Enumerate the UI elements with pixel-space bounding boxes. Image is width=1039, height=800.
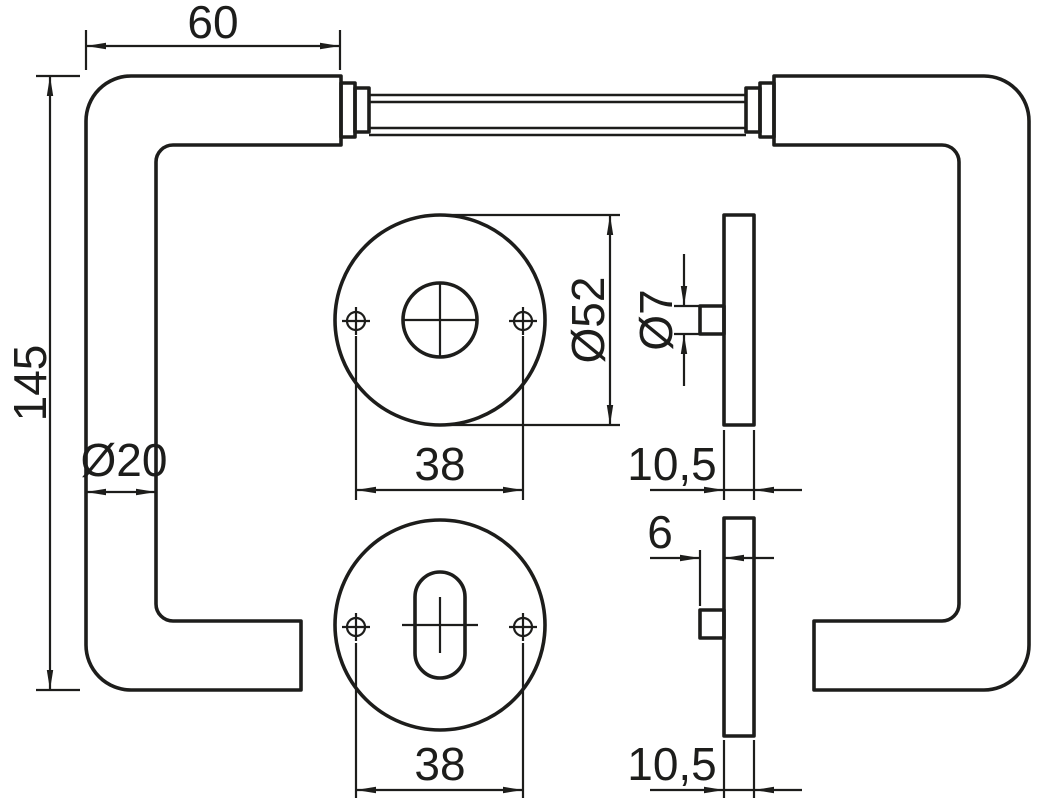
dim-label-rose-diameter: Ø52	[562, 277, 614, 364]
rose-plate	[722, 213, 756, 427]
dim-label-grip-length: 60	[187, 0, 238, 48]
right-handle-outline	[772, 74, 1031, 692]
rose-outer-circle	[333, 213, 547, 427]
dim-label-stub-protrusion: 6	[647, 506, 673, 558]
cylinder-stub	[698, 608, 726, 640]
right-handle-neck-collar-inner	[744, 86, 762, 134]
dimension-grip-length: 60	[84, 0, 342, 70]
rose-outer-circle	[333, 518, 547, 732]
dimension-rose-thickness-bottom: 10,5	[627, 738, 802, 798]
rose-side-view-top	[698, 213, 756, 427]
spindle-hole-circle	[401, 281, 479, 359]
rose-side-view-bottom	[698, 516, 756, 738]
spindle-bar	[369, 93, 746, 137]
dim-label-rose-thickness-top: 10,5	[627, 438, 717, 490]
dimension-screw-spacing-top: 38	[354, 336, 525, 500]
dim-label-tube-diameter: Ø20	[81, 434, 168, 486]
dimension-stub-protrusion: 6	[647, 506, 774, 606]
dimension-rose-diameter: Ø52	[446, 213, 620, 427]
spindle-stub	[698, 304, 726, 336]
right-handle-front-view	[744, 74, 1031, 692]
dimension-handle-height: 145	[4, 74, 80, 692]
rose-plate	[722, 516, 756, 738]
left-handle-neck-collar-inner	[353, 86, 371, 134]
dim-label-handle-height: 145	[4, 345, 56, 422]
dimension-spindle-stub-diameter: Ø7	[630, 254, 700, 386]
dimension-tube-diameter: Ø20	[81, 434, 168, 496]
dimension-rose-thickness-top: 10,5	[627, 430, 802, 500]
dimension-screw-spacing-bottom: 38	[354, 643, 525, 798]
dim-label-screw-spacing-bottom: 38	[414, 738, 465, 790]
dim-label-spindle-stub-diameter: Ø7	[630, 289, 682, 350]
rose-front-view-top	[333, 213, 547, 427]
left-handle-outline	[84, 74, 343, 692]
rose-front-view-bottom	[333, 518, 547, 732]
right-handle-neck-collar-outer	[758, 81, 776, 139]
dim-label-rose-thickness-bottom: 10,5	[627, 738, 717, 790]
left-handle-front-view	[84, 74, 371, 692]
left-handle-neck-collar-outer	[339, 81, 357, 139]
dim-label-screw-spacing-top: 38	[414, 438, 465, 490]
